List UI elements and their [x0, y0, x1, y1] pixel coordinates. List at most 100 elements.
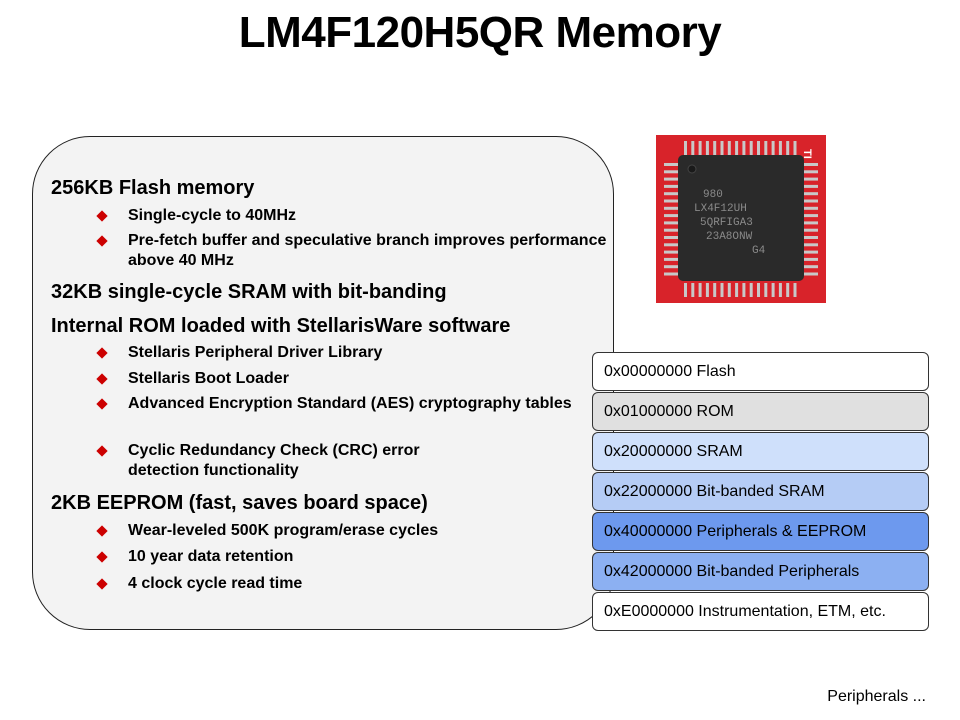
chip-pins — [664, 141, 818, 297]
chip-pin — [778, 283, 782, 297]
section-heading: 32KB single-cycle SRAM with bit-banding — [51, 281, 447, 303]
section-heading: 2KB EEPROM (fast, saves board space) — [51, 492, 428, 514]
chip-pin — [804, 250, 818, 254]
bullet-text: 4 clock cycle read time — [128, 575, 303, 592]
chip-pin — [742, 141, 746, 155]
chip-marking-line: 23A8ONW — [706, 231, 753, 243]
chip-pin — [804, 206, 818, 210]
chip-pin — [705, 283, 709, 297]
memory-region: 0xE0000000 Instrumentation, ETM, etc. — [592, 592, 929, 631]
bullet-text: Stellaris Boot Loader — [128, 370, 289, 387]
memory-region: 0x01000000 ROM — [592, 392, 929, 431]
chip-pin — [664, 199, 678, 203]
chip-pin — [778, 141, 782, 155]
chip-pin — [804, 221, 818, 225]
chip-pin — [664, 206, 678, 210]
bullet-list: Wear-leveled 500K program/erase cycles 1… — [51, 521, 611, 594]
chip-pin — [664, 250, 678, 254]
memory-region: 0x42000000 Bit-banded Peripherals — [592, 552, 929, 591]
chip-pin — [804, 272, 818, 276]
bullet-diamond-icon — [96, 235, 108, 247]
chip-pin — [804, 163, 818, 166]
bullet-diamond-icon — [96, 578, 108, 590]
chip-pin — [720, 141, 724, 155]
chip-pin — [804, 177, 818, 181]
chip-pin — [764, 141, 768, 155]
chip-pin — [793, 283, 797, 297]
memory-region: 0x20000000 SRAM — [592, 432, 929, 471]
bullet-diamond-icon — [96, 551, 108, 563]
chip-pin — [664, 257, 678, 261]
chip-pin — [786, 141, 790, 155]
chip-markings: 980 LX4F12UH 5QRFIGA3 23A8ONW G4 — [694, 189, 766, 257]
chip-pin — [804, 228, 818, 232]
chip-pin — [698, 141, 702, 155]
chip-pin — [664, 163, 678, 166]
bullet-text: Pre-fetch buffer and speculative branch … — [128, 232, 607, 269]
feature-list: 256KB Flash memory Single-cycle to 40MHz… — [51, 176, 611, 594]
chip-pin — [793, 141, 797, 155]
content-panel — [32, 136, 614, 630]
chip-pin — [664, 228, 678, 232]
chip-pin — [804, 192, 818, 196]
bullet-text: Cyclic Redundancy Check (CRC) error dete… — [128, 442, 420, 479]
next-slide-hint: Peripherals ... — [827, 688, 926, 705]
chip-pin — [804, 236, 818, 239]
section-eeprom: 2KB EEPROM (fast, saves board space) Wea… — [51, 491, 611, 594]
chip-pin — [664, 221, 678, 225]
bullet-list: Stellaris Peripheral Driver Library Stel… — [51, 343, 611, 481]
chip-pin — [771, 141, 775, 155]
chip-pin — [691, 141, 695, 155]
chip-pin — [664, 170, 678, 174]
chip-pin — [684, 283, 687, 297]
chip-pin — [713, 283, 717, 297]
pin1-marker — [687, 164, 697, 174]
chip-pin — [786, 283, 790, 297]
chip-pin — [664, 236, 678, 239]
bullet-diamond-icon — [96, 373, 108, 385]
bullet-text: Advanced Encryption Standard (AES) crypt… — [128, 395, 572, 412]
chip-pin — [735, 141, 739, 155]
chip-pin — [664, 272, 678, 276]
chip-pin — [771, 283, 775, 297]
chip-pin — [804, 199, 818, 203]
chip-pin — [764, 283, 768, 297]
bullet-item: 10 year data retention — [51, 547, 611, 574]
section-heading: Internal ROM loaded with StellarisWare s… — [51, 315, 511, 337]
chip-pin — [735, 283, 739, 297]
chip-pin — [804, 265, 818, 269]
chip-pin — [749, 141, 753, 155]
chip-pin — [691, 283, 695, 297]
bullet-item: 4 clock cycle read time — [51, 574, 611, 594]
microcontroller-chip-image: 980 LX4F12UH 5QRFIGA3 23A8ONW G4 TI — [656, 135, 826, 303]
section-heading: 256KB Flash memory — [51, 177, 255, 199]
bullet-diamond-icon — [96, 445, 108, 457]
chip-pin — [742, 283, 746, 297]
chip-pin — [664, 214, 678, 218]
ti-logo-icon: TI — [801, 149, 813, 159]
bullet-diamond-icon — [96, 525, 108, 537]
chip-marking-line: G4 — [752, 245, 766, 257]
chip-pin — [698, 283, 702, 297]
bullet-item: Single-cycle to 40MHz — [51, 206, 611, 231]
chip-pin — [727, 141, 731, 155]
chip-pin — [749, 283, 753, 297]
bullet-text: Stellaris Peripheral Driver Library — [128, 344, 383, 361]
chip-pin — [664, 177, 678, 181]
chip-pin — [757, 141, 760, 155]
chip-pin — [664, 184, 678, 188]
bullet-list: Single-cycle to 40MHz Pre-fetch buffer a… — [51, 206, 611, 271]
bullet-item: Advanced Encryption Standard (AES) crypt… — [51, 394, 611, 441]
bullet-item: Stellaris Boot Loader — [51, 369, 611, 394]
chip-pin — [713, 141, 717, 155]
bullet-item: Stellaris Peripheral Driver Library — [51, 343, 611, 369]
chip-body — [678, 155, 804, 281]
chip-pin — [720, 283, 724, 297]
slide-title: LM4F120H5QR Memory — [238, 8, 722, 57]
chip-pin — [804, 214, 818, 218]
memory-region: 0x22000000 Bit-banded SRAM — [592, 472, 929, 511]
bullet-text: Single-cycle to 40MHz — [128, 207, 297, 224]
chip-pin — [684, 141, 687, 155]
section-rom: Internal ROM loaded with StellarisWare s… — [51, 314, 611, 481]
bullet-text: Wear-leveled 500K program/erase cycles — [128, 522, 439, 539]
